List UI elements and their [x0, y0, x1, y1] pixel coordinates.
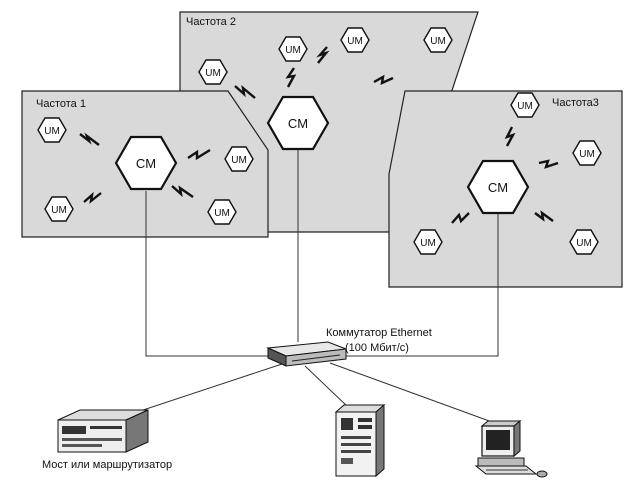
- um-node: UM: [37, 117, 67, 143]
- um-node: UM: [207, 199, 237, 225]
- zone-label-frequency-3: Частота3: [552, 97, 599, 109]
- lightning-icon: [285, 67, 297, 88]
- lightning-icon: [451, 212, 470, 224]
- wire-switch-server: [304, 365, 349, 408]
- ethernet-switch-icon: [266, 341, 347, 367]
- cm-node-zone-2: CM: [266, 95, 330, 151]
- cm-node-zone-1: CM: [114, 135, 178, 191]
- um-label: UM: [214, 208, 230, 219]
- zone-label-frequency-2: Частота 2: [186, 16, 236, 28]
- lightning-icon: [534, 210, 554, 222]
- um-node: UM: [510, 92, 540, 118]
- wire-cm1-switch: [145, 191, 276, 357]
- um-node: UM: [224, 146, 254, 172]
- um-label: UM: [347, 36, 363, 47]
- um-label: UM: [285, 45, 301, 56]
- um-label: UM: [420, 238, 436, 249]
- cm-label: CM: [288, 116, 308, 131]
- um-label: UM: [51, 205, 67, 216]
- um-node: UM: [198, 59, 228, 85]
- um-node: UM: [278, 36, 308, 62]
- switch-speed-label: (100 Мбит/с): [345, 342, 409, 354]
- lightning-icon: [538, 159, 559, 169]
- um-label: UM: [231, 155, 247, 166]
- cm-label: CM: [136, 156, 156, 171]
- lightning-icon: [373, 74, 394, 86]
- router-label: Мост или маршрутизатор: [42, 459, 172, 471]
- um-node: UM: [569, 229, 599, 255]
- router-icon: [57, 409, 149, 453]
- um-label: UM: [205, 68, 221, 79]
- um-label: UM: [517, 101, 533, 112]
- lightning-icon: [79, 132, 100, 146]
- lightning-icon: [187, 148, 211, 161]
- radio-links: [79, 46, 559, 224]
- um-label: UM: [430, 36, 446, 47]
- switch-label: Коммутатор Ethernet: [326, 327, 432, 339]
- lightning-icon: [171, 185, 194, 198]
- um-label: UM: [44, 126, 60, 137]
- um-label: UM: [576, 238, 592, 249]
- um-node: UM: [413, 229, 443, 255]
- wire-switch-workstation: [329, 362, 493, 423]
- zone-label-frequency-1: Частота 1: [36, 98, 86, 110]
- um-node: UM: [572, 140, 602, 166]
- um-label: UM: [579, 149, 595, 160]
- lightning-icon: [83, 191, 102, 204]
- wire-switch-router: [127, 363, 283, 416]
- server-icon: [334, 403, 386, 478]
- cm-node-zone-3: CM: [466, 159, 530, 215]
- lightning-icon: [234, 85, 256, 99]
- lightning-icon: [316, 46, 330, 64]
- um-node: UM: [340, 27, 370, 53]
- um-node: UM: [423, 27, 453, 53]
- workstation-icon: [474, 419, 548, 478]
- lightning-icon: [504, 126, 516, 147]
- wire-cm3-switch: [332, 214, 499, 357]
- um-node: UM: [44, 196, 74, 222]
- cm-label: CM: [488, 180, 508, 195]
